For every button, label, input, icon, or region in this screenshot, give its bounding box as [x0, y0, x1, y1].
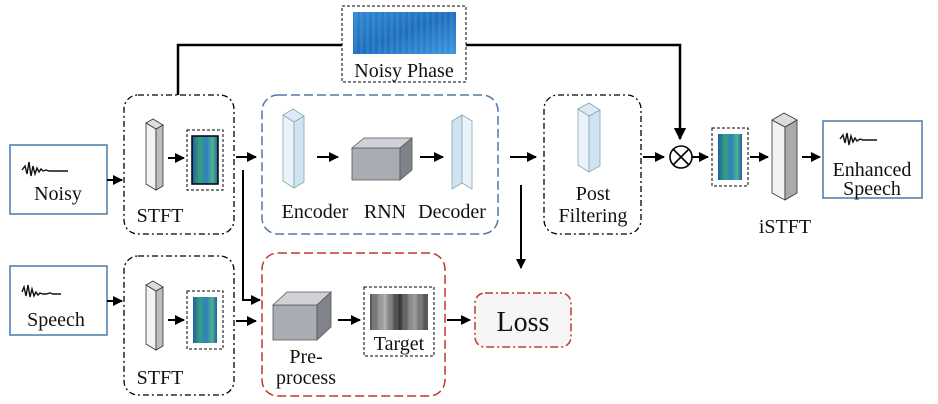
- enhanced-label-line1: Enhanced: [833, 159, 912, 181]
- speech-input-block: Speech: [9, 265, 108, 336]
- preprocess-label-line2: process: [276, 367, 336, 389]
- enhanced-waveform-icon: [839, 132, 877, 146]
- loss-block: Loss: [474, 292, 572, 348]
- post-filtering-group: Post Filtering: [543, 94, 642, 235]
- post-label-line1: Post: [576, 183, 611, 205]
- preprocess-group: Target Pre- process: [261, 252, 446, 397]
- target-label: Target: [374, 333, 425, 355]
- phase-line-left: [176, 43, 342, 95]
- noisy-input-block: Noisy: [9, 144, 108, 215]
- noisy-waveform-icon: [21, 161, 68, 177]
- post-label-line2: Filtering: [559, 205, 628, 227]
- stft-bottom-label: STFT: [137, 367, 184, 389]
- noisy-phase-block: Noisy Phase: [341, 5, 467, 83]
- noisy-phase-label: Noisy Phase: [354, 60, 454, 82]
- speech-waveform-icon: [21, 284, 61, 298]
- stft-top-group: STFT: [123, 94, 235, 235]
- istft-block: iSTFT: [759, 112, 811, 238]
- enhanced-label-line2: Speech: [843, 178, 901, 200]
- enhanced-speech-block: Enhanced Speech: [822, 120, 923, 200]
- noisy-label: Noisy: [34, 183, 82, 205]
- enhanced-spectrogram-block: [711, 127, 749, 187]
- loss-label: Loss: [497, 307, 550, 338]
- noisy-spectrogram-icon: [192, 136, 218, 184]
- encoder-rnn-decoder-group: Encoder RNN Decoder: [261, 94, 499, 235]
- decoder-label: Decoder: [418, 201, 486, 223]
- istft-label: iSTFT: [759, 216, 811, 238]
- enhanced-spectrogram-icon: [718, 134, 742, 180]
- stft-bottom-group: STFT: [123, 255, 235, 396]
- phase-line-right: [466, 43, 687, 141]
- speech-label: Speech: [27, 309, 85, 331]
- multiply-icon: [669, 145, 693, 169]
- speech-spectrogram-icon: [193, 297, 217, 343]
- preprocess-label-line1: Pre-: [289, 346, 322, 368]
- rnn-label: RNN: [364, 201, 406, 223]
- encoder-label: Encoder: [282, 201, 349, 223]
- stft-top-label: STFT: [137, 205, 184, 227]
